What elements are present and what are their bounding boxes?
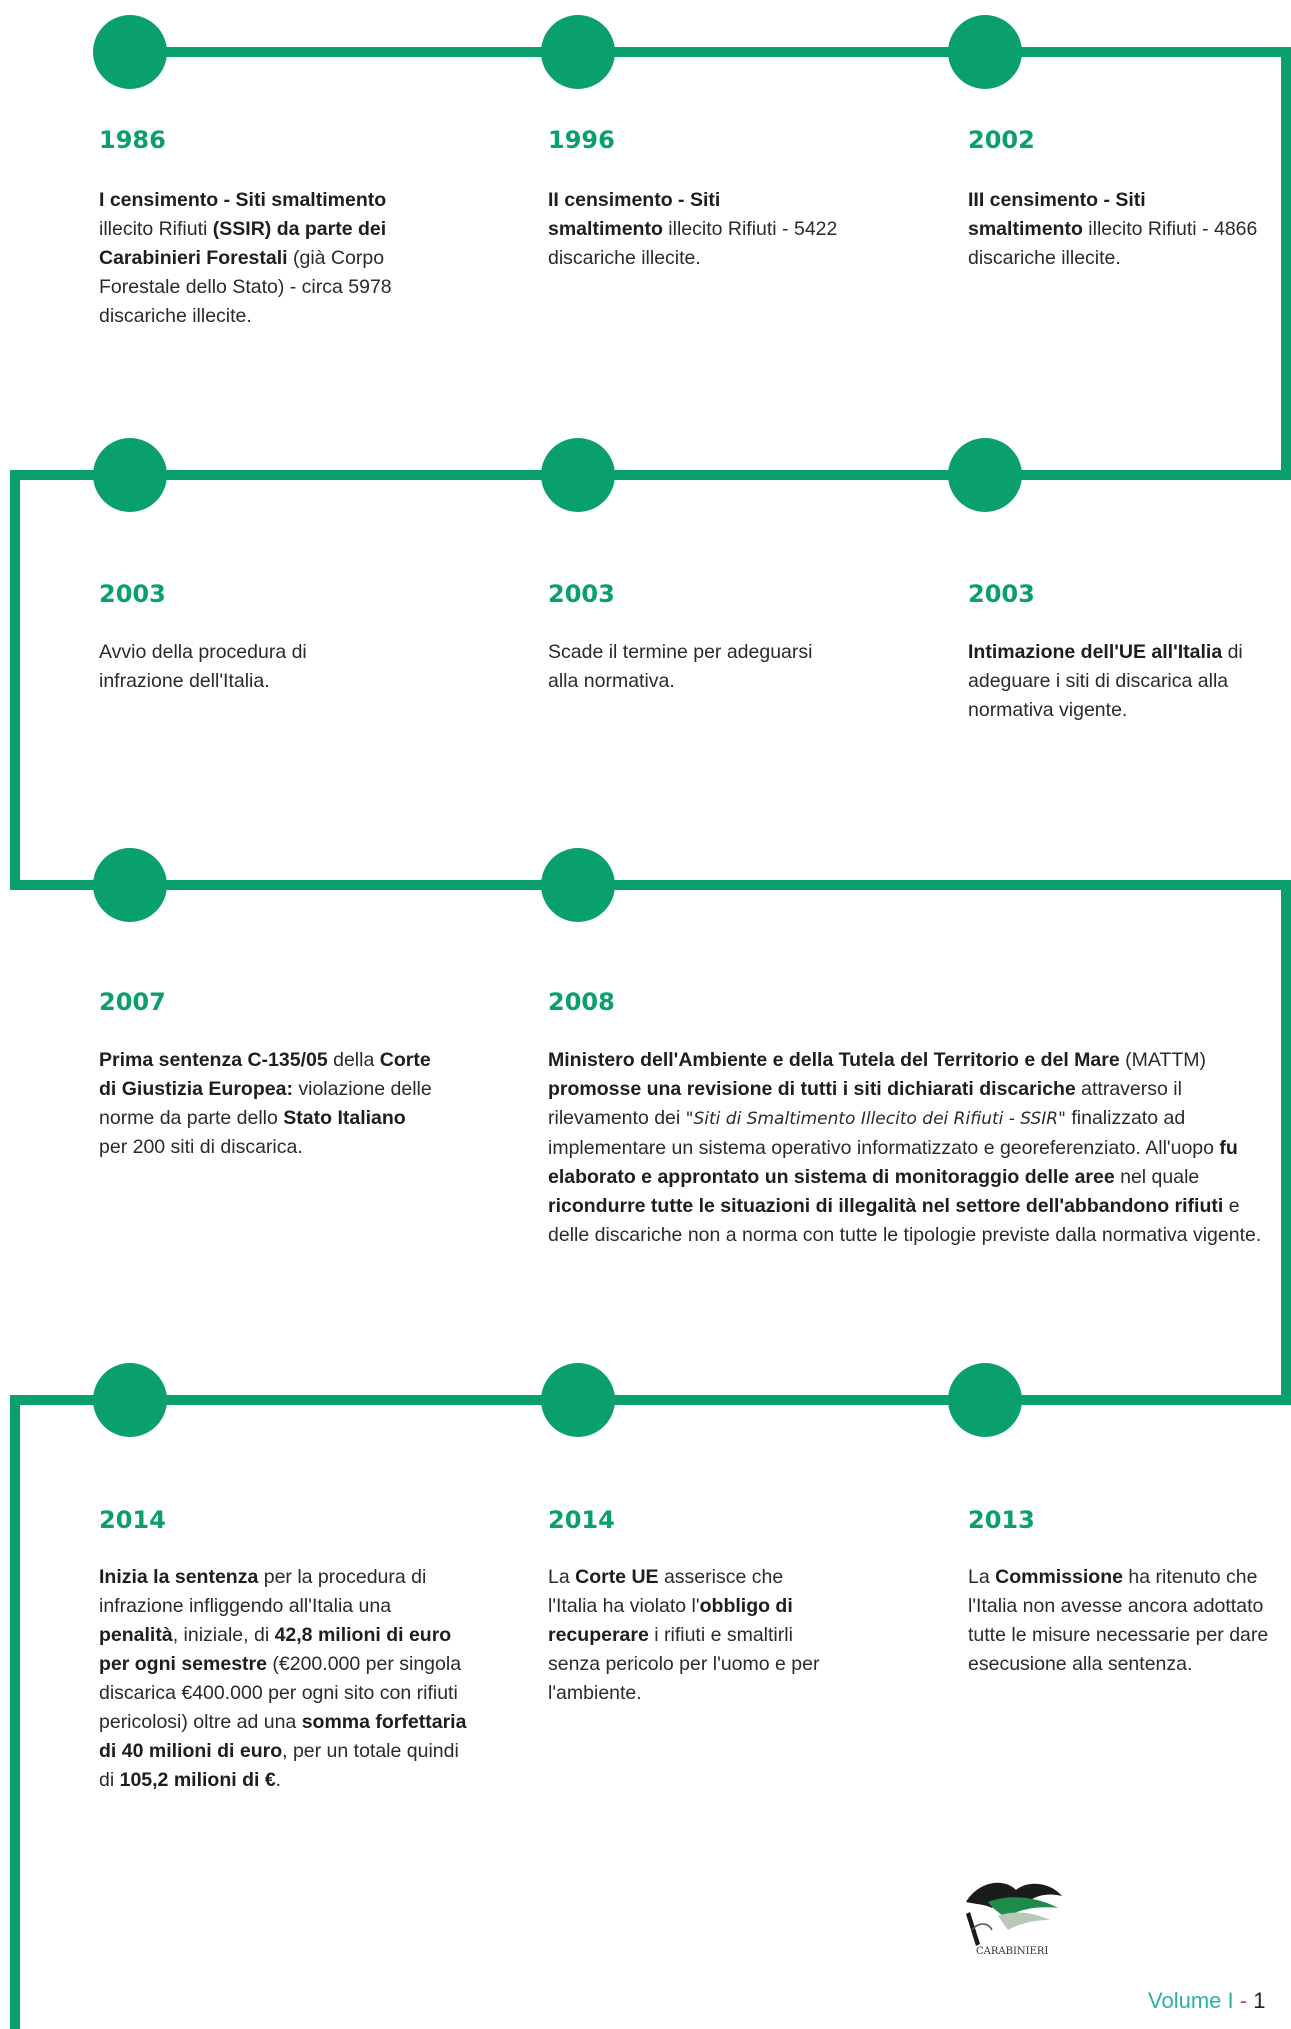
carabinieri-logo: CARABINIERI xyxy=(966,1882,1062,1957)
timeline-node xyxy=(93,848,167,922)
entry-year: 1986 xyxy=(99,126,166,154)
timeline-node xyxy=(541,848,615,922)
entry-text: Inizia la sentenza per la procedura di i… xyxy=(99,1566,467,1791)
timeline-node xyxy=(948,15,1022,89)
entry-year: 2008 xyxy=(548,988,615,1016)
logo-text: CARABINIERI xyxy=(976,1946,1048,1957)
timeline-node xyxy=(93,438,167,512)
entry-year: 2003 xyxy=(548,580,615,608)
entry-year: 2003 xyxy=(99,580,166,608)
entry-text: La Corte UE asserisce che l'Italia ha vi… xyxy=(548,1566,820,1704)
page-number: 1 xyxy=(1253,1988,1266,2013)
entry-text: Scade il termine per adeguarsi alla norm… xyxy=(548,641,813,692)
entry-text: Avvio della procedura di infrazione dell… xyxy=(99,641,307,692)
entry-text: II censimento - Siti smaltimento illecit… xyxy=(548,189,838,269)
entry-year: 2003 xyxy=(968,580,1035,608)
timeline-node xyxy=(93,15,167,89)
page-footer: Volume I - 1 xyxy=(1148,1988,1265,2014)
entry-year: 1996 xyxy=(548,126,615,154)
timeline-node xyxy=(541,438,615,512)
entry-year: 2013 xyxy=(968,1506,1035,1534)
timeline-node xyxy=(948,1363,1022,1437)
volume-label: Volume I xyxy=(1148,1988,1234,2013)
entry-year: 2002 xyxy=(968,126,1035,154)
entry-text: Prima sentenza C-135/05 della Corte di G… xyxy=(99,1049,432,1158)
entry-text: Ministero dell'Ambiente e della Tutela d… xyxy=(548,1049,1262,1246)
entry-year: 2014 xyxy=(548,1506,615,1534)
entry-year: 2014 xyxy=(99,1506,166,1534)
timeline-node xyxy=(541,1363,615,1437)
footer-separator: - xyxy=(1239,1988,1248,2013)
timeline-node xyxy=(541,15,615,89)
entry-text: Intimazione dell'UE all'Italia di adegua… xyxy=(968,641,1243,721)
entry-year: 2007 xyxy=(99,988,166,1016)
timeline-node xyxy=(948,438,1022,512)
timeline-node xyxy=(93,1363,167,1437)
entry-text: I censimento - Siti smaltimento illecito… xyxy=(99,189,392,327)
entry-text: III censimento - Siti smaltimento illeci… xyxy=(968,189,1258,269)
entry-text: La Commissione ha ritenuto che l'Italia … xyxy=(968,1566,1269,1675)
